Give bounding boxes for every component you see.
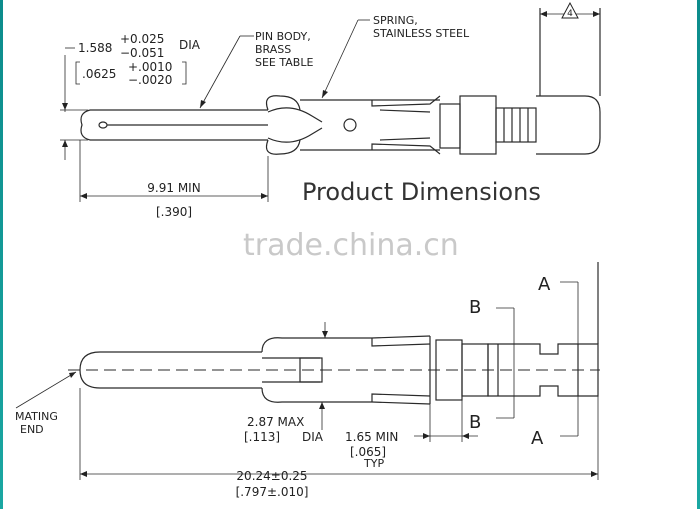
side-body xyxy=(261,335,431,405)
pin-body-line-2: BRASS xyxy=(255,43,291,56)
pin-shaft xyxy=(80,109,268,141)
crimp-barrel xyxy=(439,8,601,155)
max-dia-unit: DIA xyxy=(302,430,324,444)
max-dia-mm: 2.87 MAX xyxy=(247,415,304,429)
typ-min-dimension: 1.65 MIN [.065] TYP xyxy=(345,400,478,470)
min-length-dimension: 9.91 MIN [.390] xyxy=(79,140,269,219)
typ-min-note: TYP xyxy=(363,457,384,470)
max-dia-dimension: 2.87 MAX [.113] DIA xyxy=(244,322,328,444)
side-barrel xyxy=(435,262,599,401)
spring-line-2: STAINLESS STEEL xyxy=(373,27,470,40)
mating-end-line-2: END xyxy=(20,423,44,436)
pin-body-line-3: SEE TABLE xyxy=(255,56,313,69)
typ-min-mm: 1.65 MIN xyxy=(345,430,398,444)
section-a-bottom: A xyxy=(531,428,544,449)
overall-length-inch: [.797±.010] xyxy=(236,485,309,499)
flag-number: 4 xyxy=(567,9,573,19)
section-b-bottom: B xyxy=(469,412,481,433)
dia-inch-tol-minus: −.0020 xyxy=(128,73,172,87)
side-pin-shaft xyxy=(79,351,262,389)
typ-min-inch: [.065] xyxy=(350,445,386,459)
dia-tol-minus: −0.051 xyxy=(120,46,164,60)
pin-body-callout: PIN BODY, BRASS SEE TABLE xyxy=(199,30,313,109)
min-length-mm: 9.91 MIN xyxy=(147,181,200,195)
mating-end-callout: MATING END xyxy=(15,371,77,436)
overall-length-mm: 20.24±0.25 xyxy=(236,469,307,483)
dia-tol-plus: +0.025 xyxy=(120,32,164,46)
spring-arms xyxy=(371,95,441,155)
overall-length-dimension: 20.24±0.25 [.797±.010] xyxy=(79,388,599,499)
right-frame-edge xyxy=(697,0,700,509)
section-b-top: B xyxy=(469,297,481,318)
watermark: trade.china.cn xyxy=(243,228,459,263)
max-dia-inch: [.113] xyxy=(244,430,280,444)
spring-callout: SPRING, STAINLESS STEEL xyxy=(321,14,470,99)
pin-head xyxy=(265,95,440,155)
diameter-dimension: 1.588 +0.025 −0.051 DIA .0625 +.0010 −.0… xyxy=(60,32,201,160)
min-length-inch: [.390] xyxy=(156,205,192,219)
section-a-top: A xyxy=(538,274,551,295)
section-markers: A A B B xyxy=(469,274,579,449)
pin-body-line-1: PIN BODY, xyxy=(255,30,311,43)
spring-line-1: SPRING, xyxy=(373,14,418,27)
dia-inch-tol-plus: +.0010 xyxy=(128,60,172,74)
dia-unit: DIA xyxy=(179,38,201,52)
top-view: 1.588 +0.025 −0.051 DIA .0625 +.0010 −.0… xyxy=(60,1,601,219)
product-dimensions-title: Product Dimensions xyxy=(302,178,541,206)
flag-note: 4 xyxy=(540,1,600,19)
left-frame-edge xyxy=(0,0,3,509)
dia-inch-nominal: .0625 xyxy=(82,67,116,81)
side-view: A A B B MATING END 2.87 MAX xyxy=(15,262,600,499)
mating-end-line-1: MATING xyxy=(15,410,58,423)
dia-nominal: 1.588 xyxy=(78,41,112,55)
